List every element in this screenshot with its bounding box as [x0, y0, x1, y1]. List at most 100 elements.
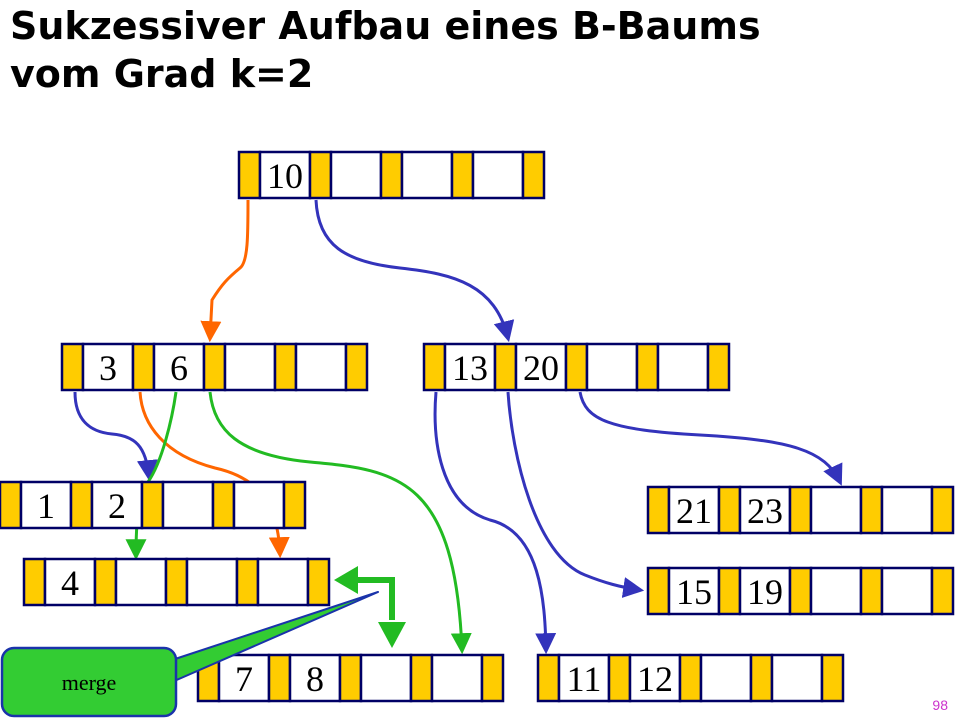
edge-root-to-inner-left: [200, 199, 250, 343]
pointer-slot: [678, 653, 703, 703]
key-slot: [667, 566, 721, 616]
pointer-slot: [859, 485, 884, 535]
key-slot: [514, 342, 568, 392]
edge-inner-right-to-leaf-11-12: [433, 391, 557, 655]
slide-title-line-1: Sukzessiver Aufbau eines B-Baums: [10, 4, 761, 48]
pointer-slot: [140, 480, 165, 530]
pointer-slot: [564, 342, 589, 392]
pointer-slot: [338, 653, 363, 703]
key-slot: [400, 150, 454, 200]
key-slot: [329, 150, 383, 200]
key-value: 12: [637, 659, 673, 699]
pointer-slot: [788, 566, 813, 616]
key-slot: [699, 653, 753, 703]
btree-node-leaf-11-12: 11 12: [536, 653, 845, 703]
slide-title-line-2: vom Grad k=2: [10, 52, 314, 96]
key-slot: [294, 342, 348, 392]
key-value: 1: [37, 486, 55, 526]
key-slot: [256, 557, 310, 607]
key-value: 2: [108, 486, 126, 526]
key-slot: [223, 342, 277, 392]
edge-root-to-inner-right: [314, 199, 515, 343]
merge-illustration: merge: [0, 566, 406, 718]
key-slot: [471, 150, 525, 200]
pointer-slot: [202, 342, 227, 392]
pointer-slot: [308, 150, 333, 200]
edge-inner-right-to-leaf-15-19: [506, 391, 645, 598]
key-slot: [43, 557, 97, 607]
edge-inner-left-to-leaf-4-green: [125, 391, 178, 561]
key-value: 20: [523, 348, 559, 388]
key-slot: [443, 342, 497, 392]
key-slot: [880, 485, 934, 535]
key-slot: [738, 485, 792, 535]
btree-node-leaf-21-23: 21 23: [646, 485, 955, 535]
pointer-slot: [635, 342, 660, 392]
pointer-slot: [237, 150, 262, 200]
key-slot: [656, 342, 710, 392]
key-value: 21: [676, 491, 712, 531]
key-value: 11: [567, 659, 602, 699]
key-slot: [161, 480, 215, 530]
pointer-slot: [493, 342, 518, 392]
pointer-slot: [521, 150, 546, 200]
key-value: 8: [306, 659, 324, 699]
pointer-slot: [306, 557, 331, 607]
pointer-slot: [859, 566, 884, 616]
pointer-slot: [536, 653, 561, 703]
pointer-slot: [930, 566, 955, 616]
pointer-slot: [267, 653, 292, 703]
pointer-slot: [480, 653, 505, 703]
pointer-slot: [607, 653, 632, 703]
key-slot: [359, 653, 413, 703]
page-number: 98: [932, 697, 948, 713]
pointer-slot: [93, 557, 118, 607]
pointer-slot: [706, 342, 731, 392]
key-slot: [430, 653, 484, 703]
key-slot: [152, 342, 206, 392]
pointer-slot: [409, 653, 434, 703]
pointer-slot: [22, 557, 47, 607]
btree-node-root: 10: [237, 150, 546, 200]
pointer-slot: [820, 653, 845, 703]
key-value: 10: [267, 156, 303, 196]
key-slot: [19, 480, 73, 530]
btree-node-leaf-4: 4: [22, 557, 331, 607]
key-slot: [114, 557, 168, 607]
pointer-slot: [131, 342, 156, 392]
merge-callout-box: [0, 646, 178, 718]
edge-inner-right-to-leaf-21-23: [578, 391, 843, 486]
pointer-slot: [788, 485, 813, 535]
key-value: 3: [99, 348, 117, 388]
pointer-slot: [60, 342, 85, 392]
pointer-slot: [646, 566, 671, 616]
pointer-slot: [273, 342, 298, 392]
merge-callout-label: merge: [62, 670, 117, 695]
pointer-slot: [717, 485, 742, 535]
pointer-slot: [422, 342, 447, 392]
slide-title: Sukzessiver Aufbau eines B-Baums vom Gra…: [10, 2, 950, 98]
pointer-slot: [749, 653, 774, 703]
edge-inner-left-to-leaf-7-8: [208, 391, 472, 655]
key-slot: [809, 485, 863, 535]
key-value: 23: [747, 491, 783, 531]
pointer-slot: [717, 566, 742, 616]
key-slot: [185, 557, 239, 607]
key-slot: [628, 653, 682, 703]
merge-double-arrow: [334, 566, 406, 648]
key-value: 19: [747, 572, 783, 612]
pointer-slot: [69, 480, 94, 530]
key-value: 7: [235, 659, 253, 699]
pointer-slot: [379, 150, 404, 200]
pointer-slot: [646, 485, 671, 535]
pointer-slot: [282, 480, 307, 530]
key-slot: [770, 653, 824, 703]
key-value: 4: [61, 563, 79, 603]
key-slot: [809, 566, 863, 616]
